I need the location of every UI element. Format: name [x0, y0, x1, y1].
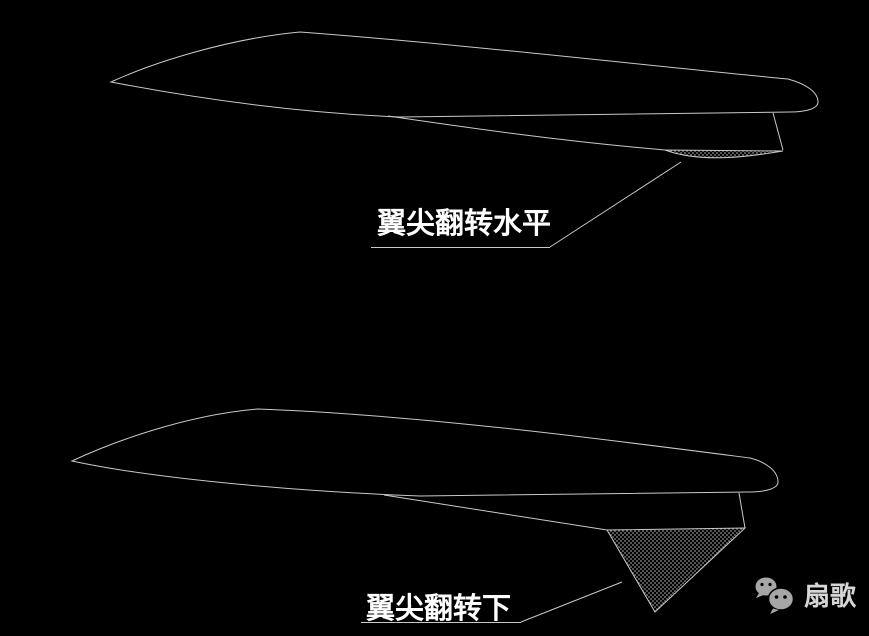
fold-line-top	[387, 115, 666, 151]
label-tip-horizontal: 翼尖翻转水平	[377, 206, 552, 240]
tip-edge-bottom	[738, 492, 746, 529]
wing-outline-top	[109, 31, 819, 118]
wechat-icon	[755, 577, 795, 614]
label-tip-down: 翼尖翻转下	[366, 591, 512, 625]
wing-outline-bottom	[70, 408, 779, 497]
wingtip-horizontal-hatch	[664, 149, 784, 159]
fold-line-bottom	[383, 494, 608, 531]
tip-edge-top	[772, 112, 784, 151]
watermark: 扇歌	[753, 577, 856, 617]
leader-line-top	[549, 161, 682, 248]
wechat-small-bubble	[755, 577, 777, 598]
wingtip-down-hatch	[606, 527, 747, 613]
watermark-text: 扇歌	[804, 582, 857, 612]
figure-wingtip-horizontal	[109, 31, 819, 248]
wechat-big-bubble	[767, 587, 795, 614]
leader-line-bottom	[520, 581, 623, 623]
figure-wingtip-down	[70, 408, 779, 623]
